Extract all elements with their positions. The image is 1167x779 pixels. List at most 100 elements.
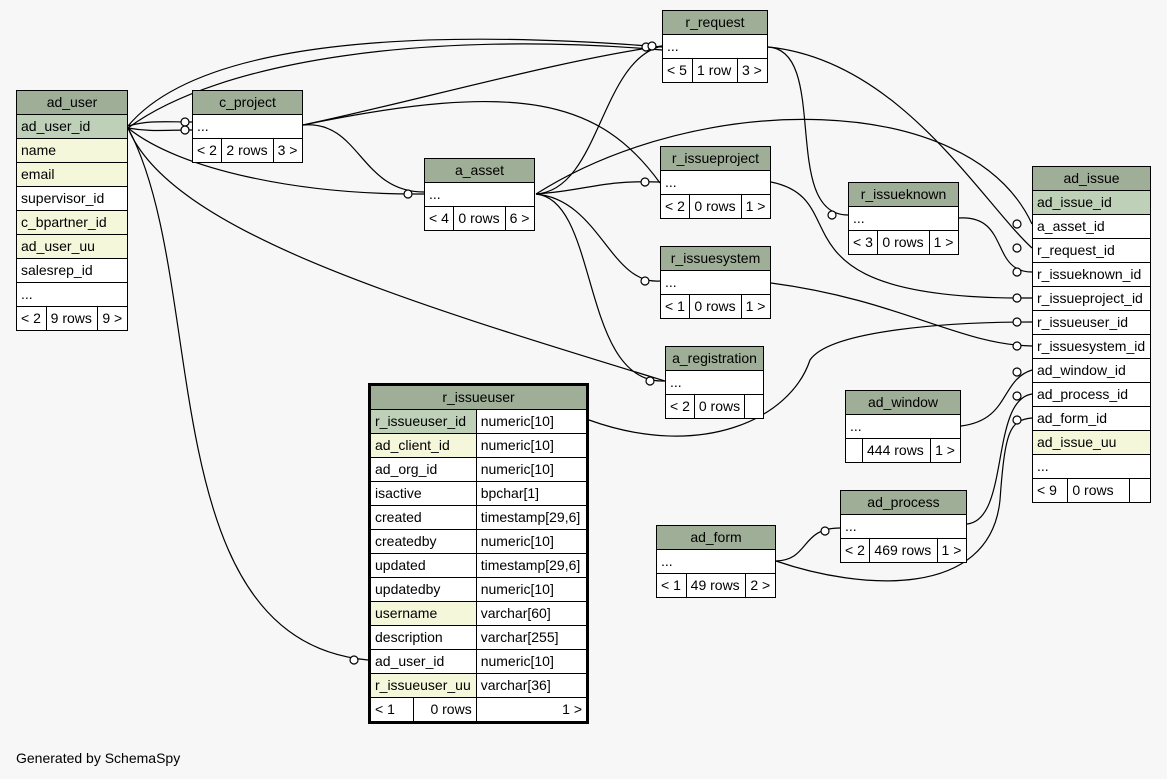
edge-marker (645, 376, 655, 386)
table-r_issueknown[interactable]: r_issueknown ... < 3 0 rows 1 > (847, 182, 960, 255)
column-name: r_issueknown_id (1032, 262, 1151, 287)
edge-marker (1012, 219, 1022, 229)
row-count: 0 rows (689, 294, 742, 319)
generated-by-footer: Generated by SchemaSpy (16, 750, 181, 766)
table-r_issueproject[interactable]: r_issueproject ... < 2 0 rows 1 > (659, 146, 772, 219)
children-count: 2 > (745, 573, 776, 598)
table-a_registration[interactable]: a_registration ... < 2 0 rows (665, 346, 764, 419)
column-name: salesrep_id (16, 258, 128, 283)
parents-count: < 1 (656, 573, 687, 598)
column-name: ad_process_id (1032, 382, 1151, 407)
children-count: 1 > (928, 230, 960, 255)
row-count: 9 rows (45, 306, 99, 331)
edge-r_request-r_issueknown (767, 46, 849, 216)
table-title: r_request (662, 10, 768, 35)
table-ad_window[interactable]: ad_window ... 444 rows 1 > (845, 390, 961, 463)
table-r_request[interactable]: r_request ... < 5 1 row 3 > (661, 10, 769, 83)
row-count: 1 row (692, 58, 738, 83)
edge-marker (827, 210, 837, 220)
edge-marker (640, 276, 650, 286)
column-type: numeric[10] (475, 409, 589, 434)
children-count: 1 > (740, 194, 772, 219)
edge-ad_user-r_issueuser (127, 127, 369, 661)
column-name: ad_issue_uu (1032, 430, 1151, 455)
column-name: r_issueproject_id (1032, 286, 1151, 311)
children-count (744, 394, 764, 419)
edge-marker (180, 117, 190, 127)
column-name: ad_form_id (1032, 406, 1151, 431)
column-type: numeric[10] (475, 433, 589, 458)
children-count: 1 > (740, 294, 772, 319)
edge-c_project-r_issueproject (302, 100, 661, 184)
parents-count: < 1 (659, 294, 691, 319)
table-ad_user[interactable]: ad_user ad_user_id name email supervisor… (16, 90, 128, 331)
table-title: r_issueproject (660, 146, 771, 171)
column-type: varchar[60] (475, 601, 589, 626)
table-title: ad_process (840, 490, 967, 515)
edge-marker (1012, 341, 1022, 351)
column-name: updated (369, 553, 477, 578)
edge-marker (180, 125, 190, 135)
column-name: ad_window_id (1032, 358, 1151, 383)
children-count: 1 > (936, 538, 968, 563)
edge-ad_process-ad_issue (966, 393, 1033, 525)
edge-marker (403, 189, 413, 199)
column-name: ... (848, 206, 959, 231)
edge-marker (1012, 367, 1022, 377)
table-ad_form[interactable]: ad_form ... < 1 49 rows 2 > (656, 525, 776, 598)
row-count: 444 rows (861, 438, 932, 463)
parents-count: < 2 (665, 394, 695, 419)
column-name: r_issueuser_id (369, 409, 477, 434)
column-name: ... (192, 114, 303, 139)
table-title: a_registration (665, 346, 764, 371)
children-count: 1 > (930, 438, 961, 463)
column-type: numeric[10] (475, 649, 589, 674)
children-count: 6 > (504, 206, 536, 231)
table-c_project[interactable]: c_project ... < 2 2 rows 3 > (191, 90, 304, 163)
column-name: ... (660, 270, 771, 295)
column-name: isactive (369, 481, 477, 506)
column-name: ad_user_uu (16, 234, 128, 259)
edge-a_asset-ad_issue (535, 118, 1033, 225)
column-type: bpchar[1] (475, 481, 589, 506)
column-type: numeric[10] (475, 457, 589, 482)
edge-ad_user-a_registration (127, 127, 666, 382)
column-name: a_asset_id (1032, 214, 1151, 239)
column-name: updatedby (369, 577, 477, 602)
column-name: created (369, 505, 477, 530)
column-type: timestamp[29,6] (475, 505, 589, 530)
table-a_asset[interactable]: a_asset ... < 4 0 rows 6 > (423, 158, 536, 231)
parents-count: < 2 (659, 194, 691, 219)
table-r_issuesystem[interactable]: r_issuesystem ... < 1 0 rows 1 > (659, 246, 772, 319)
edge-ad_form-ad_process (775, 527, 841, 562)
column-type: timestamp[29,6] (475, 553, 589, 578)
table-title: r_issueuser (369, 384, 588, 410)
children-count: 3 > (736, 58, 769, 83)
edge-a_asset-r_request (535, 45, 663, 195)
column-name: description (369, 625, 477, 650)
table-ad_issue[interactable]: ad_issue ad_issue_id a_asset_id r_reques… (1031, 166, 1151, 503)
column-name: ... (656, 549, 776, 574)
table-ad_process[interactable]: ad_process ... < 2 469 rows 1 > (839, 490, 968, 563)
table-title: r_issuesystem (660, 246, 771, 271)
edge-r_issueproject-ad_issue (770, 181, 1033, 299)
column-name: ad_issue_id (1032, 190, 1151, 215)
row-count: 0 rows (689, 194, 742, 219)
edge-a_asset-r_issuesystem (535, 193, 661, 282)
column-name: ... (660, 170, 771, 195)
edge-c_project-a_asset (302, 124, 425, 193)
edge-ad_window-ad_issue (960, 369, 1033, 427)
row-count: 469 rows (869, 538, 938, 563)
edge-r_issueuser-ad_issue (588, 321, 1033, 437)
edge-ad_user-r_request (127, 38, 663, 127)
edge-marker (349, 655, 359, 665)
column-name: email (16, 162, 128, 187)
parents-count: < 5 (661, 58, 694, 83)
parents-count: < 2 (839, 538, 871, 563)
row-count: 2 rows (221, 138, 274, 163)
edge-r_request-ad_issue (767, 46, 1033, 249)
children-count (1129, 478, 1151, 503)
edge-marker (1012, 243, 1022, 253)
column-name: ... (662, 34, 768, 59)
